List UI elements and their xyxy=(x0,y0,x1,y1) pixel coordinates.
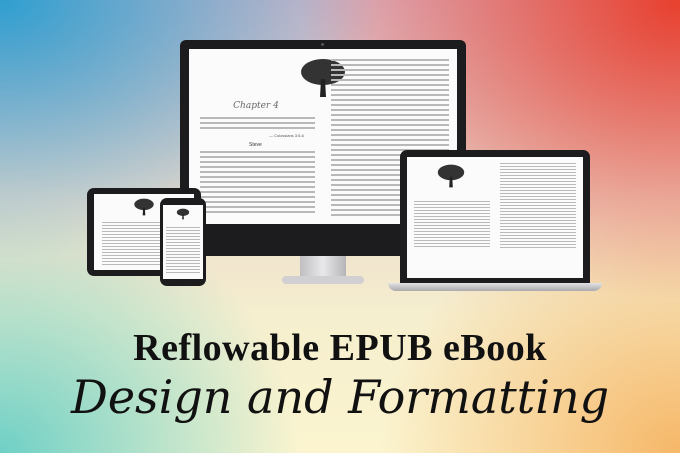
epigraph-text xyxy=(199,117,315,132)
laptop-body-text-left xyxy=(414,201,490,249)
epigraph-reference: — Colossians 3:5-6 xyxy=(269,133,304,138)
body-text-left xyxy=(199,151,315,216)
body-text-right xyxy=(331,59,449,219)
tree-illustration-icon xyxy=(176,208,190,220)
headline-line-1: Reflowable EPUB eBook xyxy=(133,327,547,369)
tablet-body-text xyxy=(102,222,186,267)
chapter-title: Chapter 4 xyxy=(233,101,279,111)
smartphone xyxy=(160,198,206,286)
tree-illustration-icon xyxy=(134,198,154,216)
phone-body-text xyxy=(166,227,200,275)
phone-screen xyxy=(163,205,203,279)
tree-illustration-icon xyxy=(437,164,465,188)
laptop-screen xyxy=(407,157,583,278)
headline-line-2: Design and Formatting xyxy=(70,370,610,424)
section-heading: Steve xyxy=(249,142,262,148)
laptop xyxy=(400,150,590,284)
laptop-body-text-right xyxy=(500,163,576,250)
laptop-base xyxy=(388,283,602,291)
monitor-camera xyxy=(321,43,324,46)
monitor-base xyxy=(282,276,364,284)
